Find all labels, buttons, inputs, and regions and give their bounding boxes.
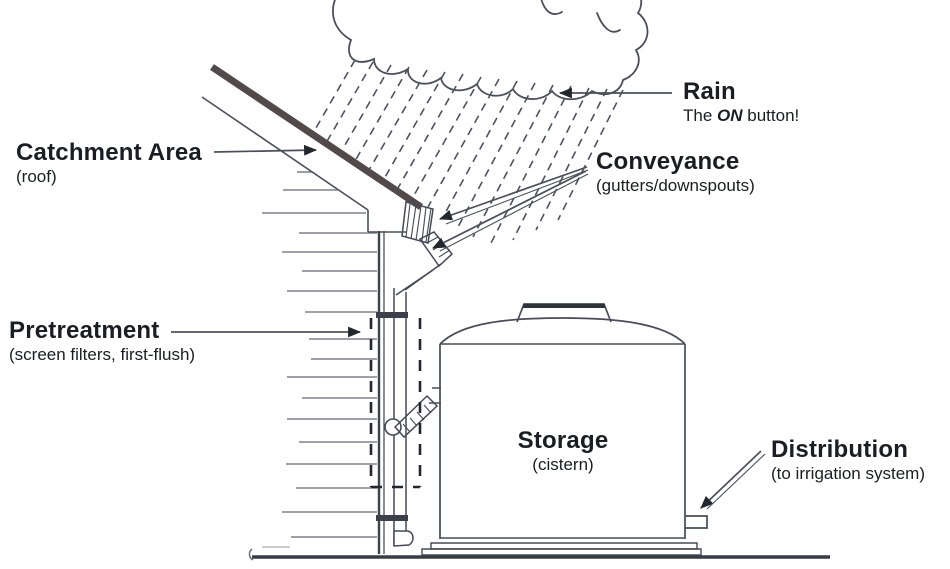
- storage-subtitle: (cistern): [532, 455, 594, 475]
- house-wall: [377, 231, 385, 554]
- conveyance-title: Conveyance: [596, 148, 740, 175]
- storage-tank: [421, 303, 708, 556]
- label-arrows: [171, 87, 766, 510]
- catchment-area-subtitle: (roof): [16, 167, 57, 187]
- first-flush-dashed-box: [369, 318, 422, 489]
- cloud-icon: [332, 0, 649, 101]
- conveyance-subtitle: (gutters/downspouts): [596, 176, 755, 196]
- conveyance-arrow-gutter: [438, 166, 588, 221]
- pretreatment-subtitle: (screen filters, first-flush): [9, 345, 196, 365]
- pretreatment-title: Pretreatment: [9, 317, 160, 344]
- distribution-subtitle: (to irrigation system): [771, 464, 925, 484]
- storage-label: Storage (cistern): [503, 428, 623, 474]
- catchment-area-title: Catchment Area: [16, 139, 202, 166]
- rain-streaks: [311, 59, 624, 246]
- distribution-label: Distribution (to irrigation system): [771, 437, 925, 483]
- distribution-title: Distribution: [771, 436, 909, 463]
- catchment-area-label: Catchment Area (roof): [16, 140, 202, 186]
- tank-outlet-pipe: [685, 515, 708, 529]
- tank-cap: [516, 303, 612, 323]
- pretreatment-label: Pretreatment (screen filters, first-flus…: [9, 318, 195, 364]
- tank-inlet-pipe: [393, 387, 441, 439]
- storage-title: Storage: [517, 427, 609, 454]
- rain-label: Rain The ON button!: [683, 79, 799, 125]
- ground-line: [248, 546, 830, 561]
- wall-siding-lines: [262, 171, 377, 538]
- conveyance-label: Conveyance (gutters/downspouts): [596, 149, 755, 195]
- roof-line: [201, 64, 423, 233]
- rain-subtitle: The ON button!: [683, 106, 800, 126]
- distribution-arrow: [700, 450, 762, 509]
- base-slab: [421, 542, 702, 556]
- conveyance-arrow-downspout: [432, 170, 587, 249]
- rain-title: Rain: [683, 78, 736, 105]
- catchment-arrow: [213, 144, 318, 156]
- downspout: [376, 231, 454, 547]
